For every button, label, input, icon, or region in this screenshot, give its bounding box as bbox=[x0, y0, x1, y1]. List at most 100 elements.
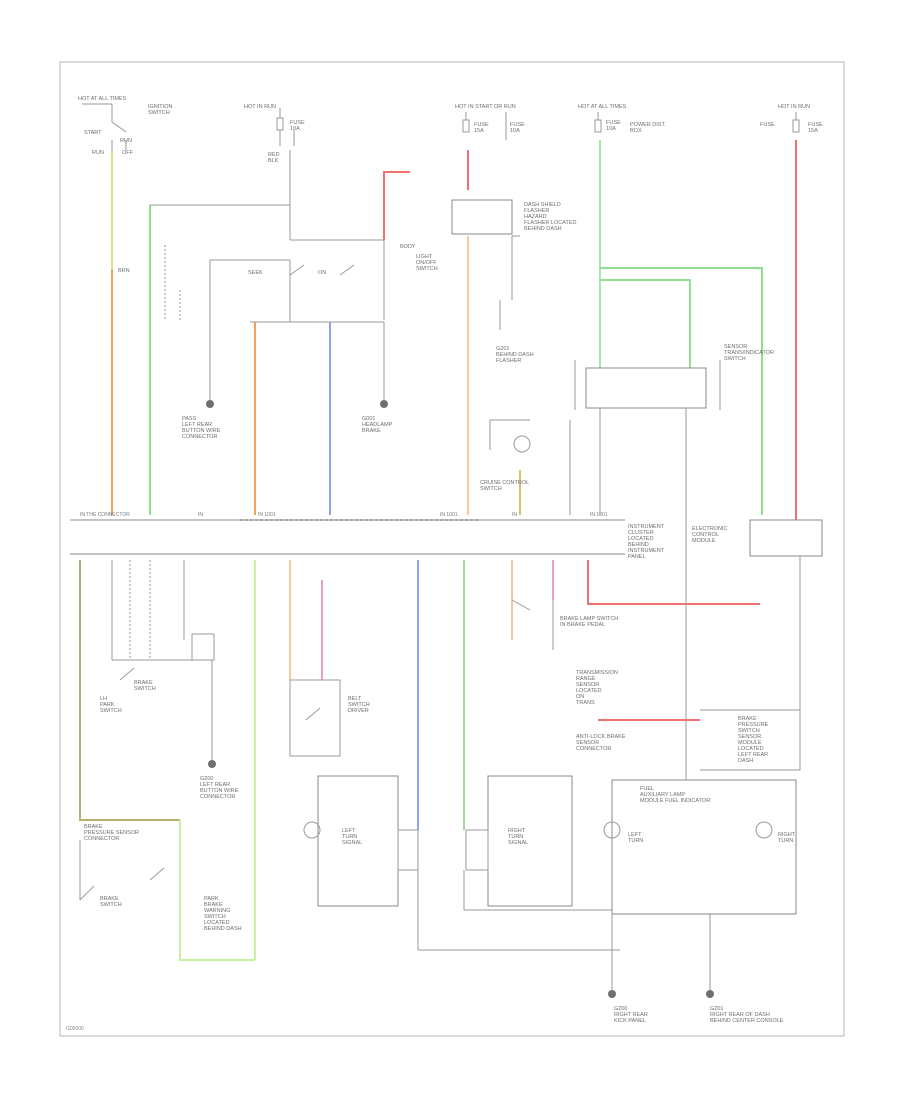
svg-text:DASH: DASH bbox=[738, 758, 753, 764]
svg-text:POWER DIST.: POWER DIST. bbox=[630, 122, 666, 128]
svg-text:10A: 10A bbox=[290, 126, 300, 132]
svg-text:FLASHER: FLASHER bbox=[496, 358, 521, 364]
svg-text:BEHIND: BEHIND bbox=[628, 542, 649, 548]
svg-text:INSTRUMENT: INSTRUMENT bbox=[628, 548, 665, 554]
svg-text:RUN: RUN bbox=[92, 150, 104, 156]
svg-text:HOT IN START OR RUN: HOT IN START OR RUN bbox=[455, 104, 516, 110]
svg-text:SENSOR: SENSOR bbox=[738, 734, 761, 740]
svg-text:DASH SHIELD: DASH SHIELD bbox=[524, 202, 561, 208]
svg-text:MODULE: MODULE bbox=[738, 740, 762, 746]
svg-text:LOCATED: LOCATED bbox=[628, 536, 654, 542]
svg-text:CLUSTER: CLUSTER bbox=[628, 530, 654, 536]
svg-text:BRAKE: BRAKE bbox=[362, 428, 381, 434]
svg-text:FUSE: FUSE bbox=[760, 122, 775, 128]
svg-text:FUSE: FUSE bbox=[474, 122, 489, 128]
svg-text:TURN: TURN bbox=[342, 834, 357, 840]
svg-text:BUTTON WIRE: BUTTON WIRE bbox=[200, 788, 239, 794]
svg-text:PARK: PARK bbox=[100, 702, 115, 708]
svg-text:BODY: BODY bbox=[400, 244, 416, 250]
svg-text:FUSE: FUSE bbox=[808, 122, 823, 128]
svg-text:G001: G001 bbox=[362, 416, 375, 422]
svg-text:KICK PANEL: KICK PANEL bbox=[614, 1018, 646, 1024]
svg-text:BRAKE: BRAKE bbox=[134, 680, 153, 686]
svg-text:SENSOR: SENSOR bbox=[576, 682, 599, 688]
svg-text:OFF: OFF bbox=[122, 150, 134, 156]
svg-text:IN 1001: IN 1001 bbox=[590, 512, 608, 518]
top-feeds: HOT AT ALL TIMES IGNITION SWITCH START R… bbox=[78, 96, 823, 164]
svg-text:SWITCH: SWITCH bbox=[100, 902, 122, 908]
svg-text:LEFT: LEFT bbox=[628, 832, 642, 838]
svg-text:SWITCH: SWITCH bbox=[416, 266, 438, 272]
svg-text:SENSOR: SENSOR bbox=[724, 344, 747, 350]
svg-text:CRUISE CONTROL: CRUISE CONTROL bbox=[480, 480, 529, 486]
svg-text:ELECTRONIC: ELECTRONIC bbox=[692, 526, 727, 532]
svg-text:WARNING: WARNING bbox=[204, 908, 230, 914]
svg-text:BOX: BOX bbox=[630, 128, 642, 134]
svg-text:TRANS: TRANS bbox=[576, 700, 595, 706]
svg-text:G200: G200 bbox=[200, 776, 213, 782]
colored-wires bbox=[79, 140, 797, 961]
svg-text:ANTI-LOCK BRAKE: ANTI-LOCK BRAKE bbox=[576, 734, 626, 740]
svg-text:G200: G200 bbox=[614, 1006, 627, 1012]
svg-text:BUTTON WIRE: BUTTON WIRE bbox=[182, 428, 221, 434]
svg-text:ON/OFF: ON/OFF bbox=[416, 260, 437, 266]
svg-text:SEEK: SEEK bbox=[248, 270, 263, 276]
svg-text:CONNECTOR: CONNECTOR bbox=[200, 794, 235, 800]
svg-text:PRESSURE SENSOR: PRESSURE SENSOR bbox=[84, 830, 139, 836]
svg-text:LEFT REAR: LEFT REAR bbox=[182, 422, 212, 428]
svg-text:HOT IN RUN: HOT IN RUN bbox=[244, 104, 276, 110]
svg-text:START: START bbox=[84, 130, 102, 136]
svg-text:BRAKE LAMP SWITCH: BRAKE LAMP SWITCH bbox=[560, 616, 618, 622]
svg-text:HEADLAMP: HEADLAMP bbox=[362, 422, 393, 428]
svg-text:TRANS/INDICATOR: TRANS/INDICATOR bbox=[724, 350, 774, 356]
svg-text:TURN: TURN bbox=[778, 838, 793, 844]
svg-text:SWITCH: SWITCH bbox=[134, 686, 156, 692]
svg-text:ON: ON bbox=[576, 694, 584, 700]
svg-text:FUSE: FUSE bbox=[606, 120, 621, 126]
svg-text:LIGHT: LIGHT bbox=[416, 254, 433, 260]
svg-text:RIGHT REAR OF DASH: RIGHT REAR OF DASH bbox=[710, 1012, 770, 1018]
svg-text:HOT AT ALL TIMES: HOT AT ALL TIMES bbox=[78, 96, 127, 102]
svg-text:SIGNAL: SIGNAL bbox=[342, 840, 362, 846]
svg-text:BRAKE: BRAKE bbox=[204, 902, 223, 908]
svg-text:IN 1001: IN 1001 bbox=[258, 512, 276, 518]
svg-text:15A: 15A bbox=[474, 128, 484, 134]
svg-text:FUSE: FUSE bbox=[290, 120, 305, 126]
svg-text:LEFT REAR: LEFT REAR bbox=[200, 782, 230, 788]
svg-text:PASS: PASS bbox=[182, 416, 197, 422]
svg-text:TURN: TURN bbox=[508, 834, 523, 840]
svg-text:FLASHER: FLASHER bbox=[524, 208, 549, 214]
svg-text:LEFT: LEFT bbox=[342, 828, 356, 834]
svg-text:INSTRUMENT: INSTRUMENT bbox=[628, 524, 665, 530]
svg-text:CONTROL: CONTROL bbox=[692, 532, 719, 538]
svg-text:ON: ON bbox=[318, 270, 326, 276]
svg-text:LH: LH bbox=[100, 696, 107, 702]
svg-text:RANGE: RANGE bbox=[576, 676, 596, 682]
svg-text:RIGHT: RIGHT bbox=[778, 832, 796, 838]
gray-wiring-top: SEEK ON BODY LIGHT ON/OFF SWITCH PASS LE… bbox=[111, 150, 823, 780]
svg-text:SWITCH: SWITCH bbox=[480, 486, 502, 492]
svg-text:AUXILIARY LAMP: AUXILIARY LAMP bbox=[640, 792, 685, 798]
svg-text:BRN: BRN bbox=[118, 268, 130, 274]
svg-text:BEHIND DASH: BEHIND DASH bbox=[524, 226, 562, 232]
svg-text:G201: G201 bbox=[710, 1006, 723, 1012]
svg-text:G201: G201 bbox=[496, 346, 509, 352]
svg-text:TURN: TURN bbox=[628, 838, 643, 844]
svg-text:BEHIND DASH: BEHIND DASH bbox=[496, 352, 534, 358]
svg-text:RIGHT REAR: RIGHT REAR bbox=[614, 1012, 648, 1018]
svg-text:PARK: PARK bbox=[204, 896, 219, 902]
svg-text:PANEL: PANEL bbox=[628, 554, 646, 560]
svg-text:IN 1001: IN 1001 bbox=[440, 512, 458, 518]
svg-text:BELT: BELT bbox=[348, 696, 362, 702]
svg-text:MODULE: MODULE bbox=[692, 538, 716, 544]
svg-text:SWITCH: SWITCH bbox=[348, 702, 370, 708]
svg-text:DRIVER: DRIVER bbox=[348, 708, 369, 714]
svg-text:LOCATED: LOCATED bbox=[738, 746, 764, 752]
svg-text:10A: 10A bbox=[606, 126, 616, 132]
svg-text:IN: IN bbox=[512, 512, 517, 518]
gray-wiring-bottom: BRAKE SWITCH LH PARK SWITCH G200 LEFT RE… bbox=[79, 556, 801, 1024]
svg-text:CONNECTOR: CONNECTOR bbox=[576, 746, 611, 752]
svg-text:SENSOR: SENSOR bbox=[576, 740, 599, 746]
svg-text:BRAKE: BRAKE bbox=[100, 896, 119, 902]
